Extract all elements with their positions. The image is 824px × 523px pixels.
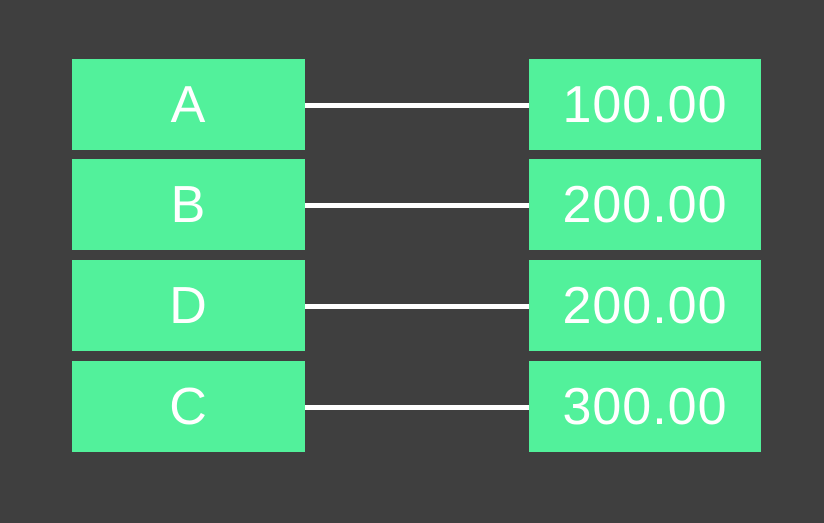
value-node-a[interactable]: 100.00 <box>529 59 761 150</box>
value-node-label: 100.00 <box>562 75 728 134</box>
key-node-label: B <box>170 175 207 234</box>
mapping-row: D 200.00 <box>0 260 824 351</box>
mapping-row: B 200.00 <box>0 159 824 250</box>
connector-edge <box>305 304 529 309</box>
key-node-label: D <box>169 276 208 335</box>
key-node-c[interactable]: C <box>72 361 305 452</box>
key-node-d[interactable]: D <box>72 260 305 351</box>
value-node-c[interactable]: 300.00 <box>529 361 761 452</box>
key-node-label: C <box>169 377 208 436</box>
key-node-b[interactable]: B <box>72 159 305 250</box>
key-node-label: A <box>170 75 207 134</box>
value-node-label: 300.00 <box>562 377 728 436</box>
mapping-row: A 100.00 <box>0 59 824 150</box>
value-node-label: 200.00 <box>562 175 728 234</box>
value-node-label: 200.00 <box>562 276 728 335</box>
connector-edge <box>305 203 529 208</box>
key-node-a[interactable]: A <box>72 59 305 150</box>
value-node-d[interactable]: 200.00 <box>529 260 761 351</box>
connector-edge <box>305 103 529 108</box>
mapping-row: C 300.00 <box>0 361 824 452</box>
connector-edge <box>305 405 529 410</box>
value-node-b[interactable]: 200.00 <box>529 159 761 250</box>
